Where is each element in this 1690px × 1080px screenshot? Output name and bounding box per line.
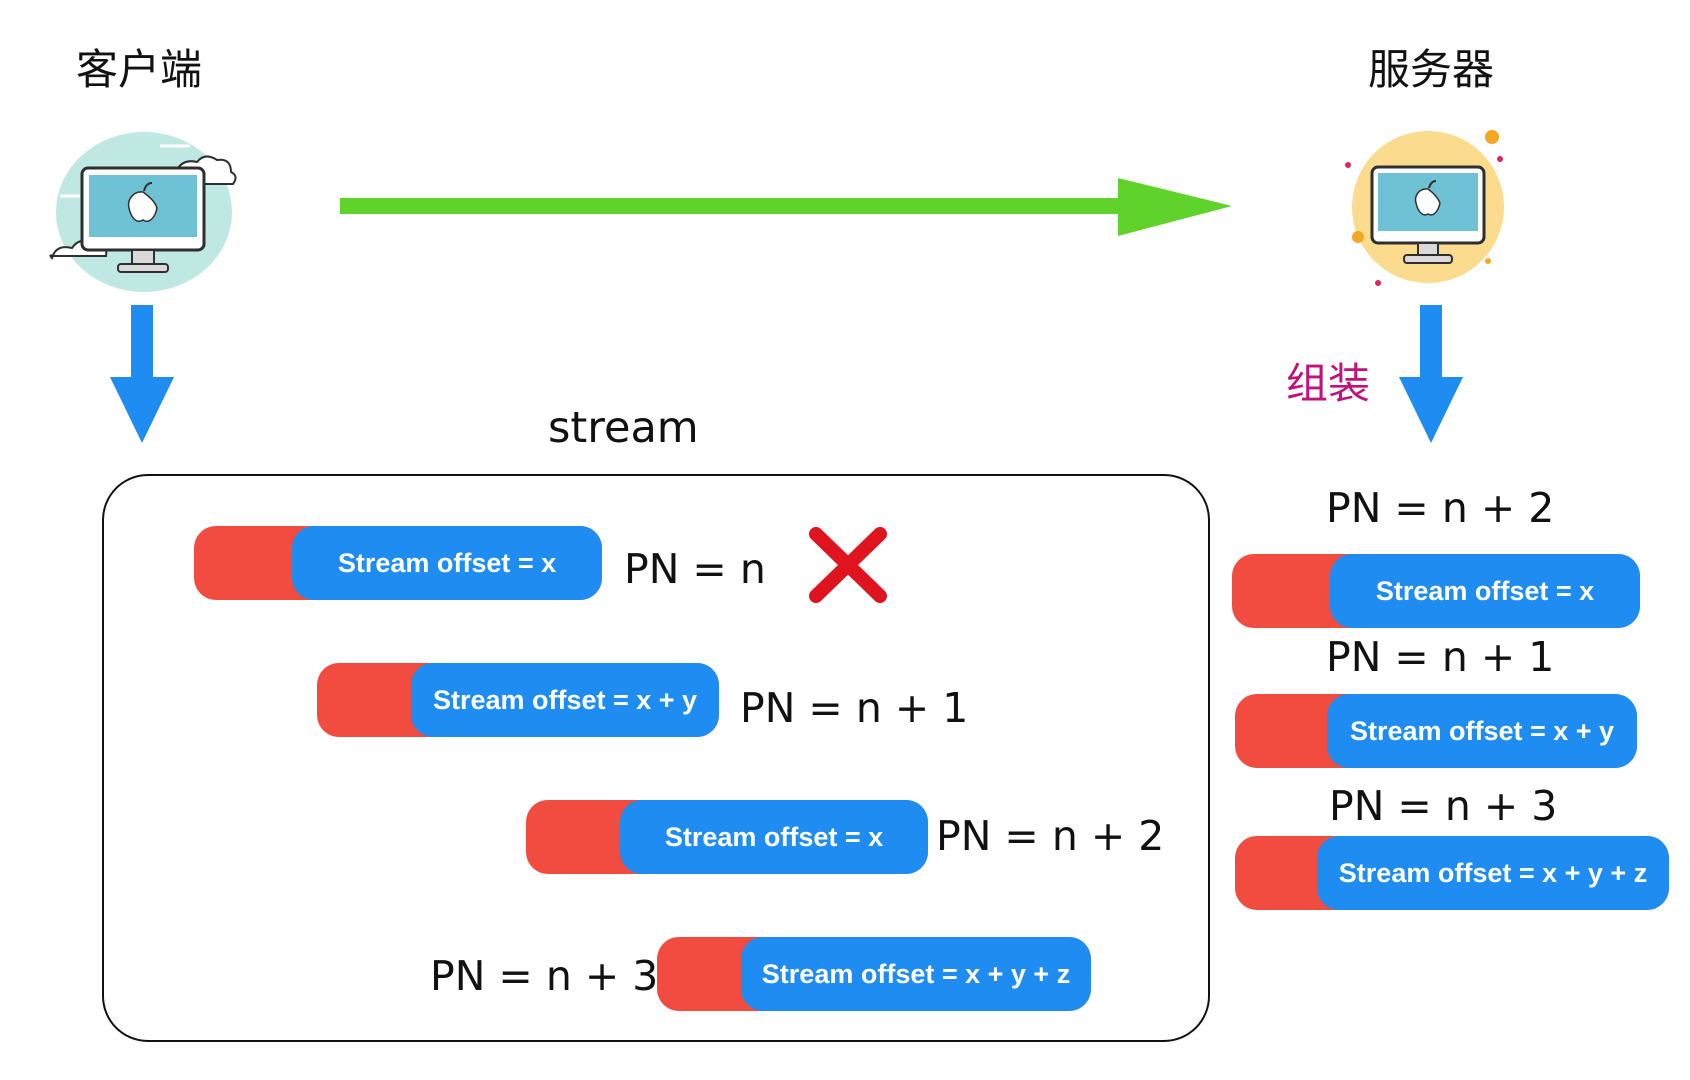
monitor-in-sun-icon <box>1345 130 1504 286</box>
stream-label: stream <box>548 403 699 453</box>
sent-packet-3: Stream offset = x <box>526 800 928 874</box>
packet-number-label: PN = n + 2 <box>936 812 1165 860</box>
packet-number-label: PN = n + 1 <box>1326 633 1555 681</box>
client-title: 客户端 <box>76 45 203 94</box>
sent-packet-1: Stream offset = x <box>194 526 602 600</box>
stream-offset-label: Stream offset = x + y + z <box>1317 836 1669 910</box>
assembled-packet-1: Stream offset = x <box>1232 554 1640 628</box>
stream-offset-label: Stream offset = x + y + z <box>741 937 1091 1011</box>
packet-number-label: PN = n + 1 <box>740 684 969 732</box>
stream-offset-label: Stream offset = x <box>620 800 928 874</box>
packet-number-label: PN = n + 3 <box>430 952 659 1000</box>
assembled-packet-2: Stream offset = x + y <box>1235 694 1637 768</box>
packet-number-label: PN = n + 3 <box>1329 782 1558 830</box>
sent-packet-2: Stream offset = x + y <box>317 663 719 737</box>
packet-number-label: PN = n <box>624 545 766 593</box>
stream-offset-label: Stream offset = x + y <box>1327 694 1637 768</box>
stream-offset-label: Stream offset = x <box>292 526 602 600</box>
packet-number-label: PN = n + 2 <box>1326 484 1555 532</box>
sent-packet-4: Stream offset = x + y + z <box>657 937 1091 1011</box>
stream-offset-label: Stream offset = x + y <box>411 663 719 737</box>
assemble-label: 组装 <box>1286 359 1371 408</box>
lost-packet-x-icon <box>809 527 887 603</box>
stream-box <box>102 474 1210 1042</box>
assembled-packet-3: Stream offset = x + y + z <box>1235 836 1669 910</box>
monitor-in-clouds-icon <box>49 132 237 292</box>
server-title: 服务器 <box>1368 45 1495 94</box>
stream-offset-label: Stream offset = x <box>1330 554 1640 628</box>
